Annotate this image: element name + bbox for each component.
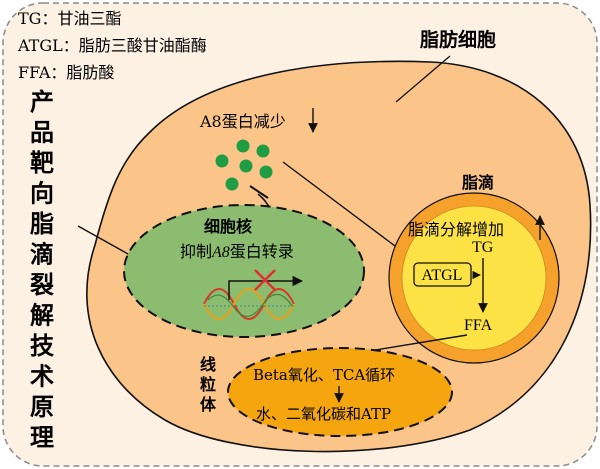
dots-to-droplet-arrow bbox=[282, 161, 404, 253]
side-title-char: 靶 bbox=[30, 148, 54, 177]
lipolysis-increase-text: 脂滴分解增加 bbox=[408, 220, 504, 239]
adipocyte-pointer bbox=[395, 55, 451, 103]
a8-dot bbox=[259, 165, 273, 179]
tg-label: TG bbox=[472, 239, 494, 256]
a8-dot bbox=[236, 139, 250, 153]
side-title-char: 产 bbox=[30, 87, 54, 116]
nucleus bbox=[123, 204, 365, 338]
ffa-label: FFA bbox=[464, 317, 493, 334]
cross-icon bbox=[254, 269, 276, 291]
mito-line1: Beta氧化、TCA循环 bbox=[253, 366, 395, 384]
side-title-char: 理 bbox=[30, 423, 54, 452]
side-title-char: 裂 bbox=[30, 270, 54, 299]
nucleus-title: 细胞核 bbox=[204, 217, 252, 236]
a8-dot bbox=[215, 154, 229, 168]
legend-atgl: ATGL：脂肪三酸甘油酯酶 bbox=[17, 36, 207, 55]
mitochondria-label: 线粒体 bbox=[200, 355, 217, 414]
mitochondria-label-char: 粒 bbox=[200, 375, 216, 394]
a8-dot bbox=[256, 144, 270, 158]
a8-protein-dots bbox=[215, 139, 273, 191]
side-title-char: 脂 bbox=[30, 209, 54, 238]
dna-helix bbox=[203, 288, 295, 320]
a8-dot bbox=[225, 177, 239, 191]
atgl-box bbox=[413, 262, 472, 287]
atgl-label: ATGL bbox=[422, 267, 463, 284]
nucleus-text-a8: A8 bbox=[211, 244, 230, 261]
a8-dot bbox=[239, 159, 253, 173]
side-title-char: 原 bbox=[30, 392, 54, 421]
lipid-droplet-title: 脂滴 bbox=[462, 173, 494, 192]
a8-decrease-text: A8蛋白减少 bbox=[199, 112, 286, 131]
side-title-char: 术 bbox=[30, 362, 54, 391]
nucleus-text-prefix: 抑制 bbox=[180, 242, 212, 261]
nucleus-text-suffix: 蛋白转录 bbox=[230, 242, 294, 261]
mitochondria-label-char: 体 bbox=[200, 395, 217, 414]
side-title-char: 技 bbox=[30, 331, 55, 360]
adipocyte-label: 脂肪细胞 bbox=[420, 28, 496, 51]
side-title-char: 滴 bbox=[30, 240, 54, 269]
transcription-arrow bbox=[228, 275, 304, 300]
side-title-char: 解 bbox=[30, 301, 54, 330]
nucleus-text: 抑制A8蛋白转录 bbox=[180, 242, 294, 261]
mito-line2: 水、二氧化碳和ATP bbox=[256, 405, 391, 423]
legend-tg: TG：甘油三酯 bbox=[18, 9, 121, 28]
side-title-char: 品 bbox=[30, 118, 54, 147]
side-title-char: 向 bbox=[30, 179, 54, 208]
mitochondria bbox=[227, 347, 453, 437]
legend-ffa: FFA：脂肪酸 bbox=[18, 63, 114, 82]
mitochondria-label-char: 线 bbox=[200, 355, 216, 374]
